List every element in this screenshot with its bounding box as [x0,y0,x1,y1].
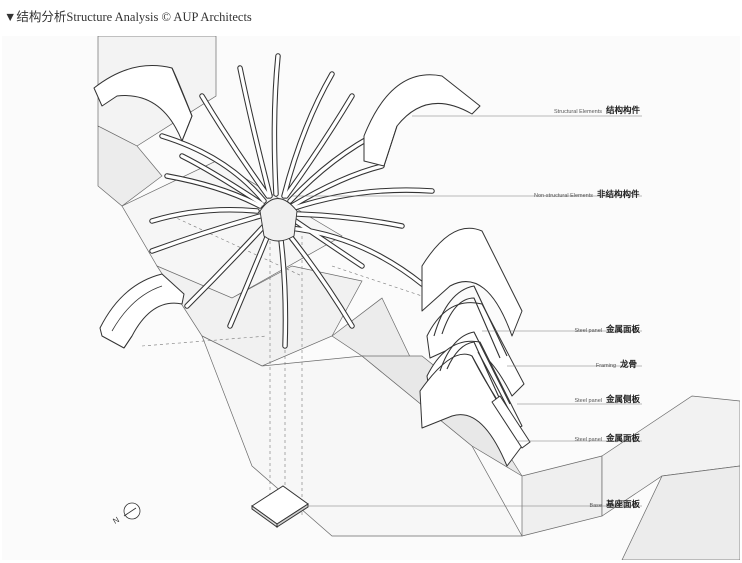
label-en-base: Base [589,503,602,509]
axonometric-drawing: N Structural Elements 结构构件 Non-structura… [93,36,740,560]
label-en-steel-panel-3: Steel panel [574,437,602,443]
label-group: Structural Elements 结构构件 Non-structural … [534,105,641,510]
label-en-nonstructural: Non-structural Elements [534,193,593,199]
curved-panels [93,65,531,467]
structure-diagram: N Structural Elements 结构构件 Non-structura… [2,36,740,560]
label-en-framing: Framing [596,363,616,369]
label-en-structural: Structural Elements [554,109,602,115]
north-letter: N [111,515,121,526]
label-en-steel-panel-2: Steel panel [574,398,602,404]
label-zh-steel-panel-1: 金属面板 [605,324,641,335]
label-zh-framing: 龙骨 [619,359,637,370]
label-zh-steel-panel-3: 金属面板 [605,433,641,444]
label-zh-structural: 结构构件 [606,105,641,116]
label-zh-nonstructural: 非结构构件 [597,189,640,200]
projection-lines [141,215,423,516]
structural-ribs [149,53,435,349]
label-zh-base: 基座面板 [605,499,641,510]
leader-lines [292,115,642,507]
label-en-steel-panel-1: Steel panel [574,328,602,334]
base-panel [251,485,309,528]
figure-caption: ▼结构分析Structure Analysis © AUP Architects [4,10,252,24]
north-arrow: N [111,502,141,526]
label-zh-steel-side-panel: 金属侧板 [605,394,641,405]
